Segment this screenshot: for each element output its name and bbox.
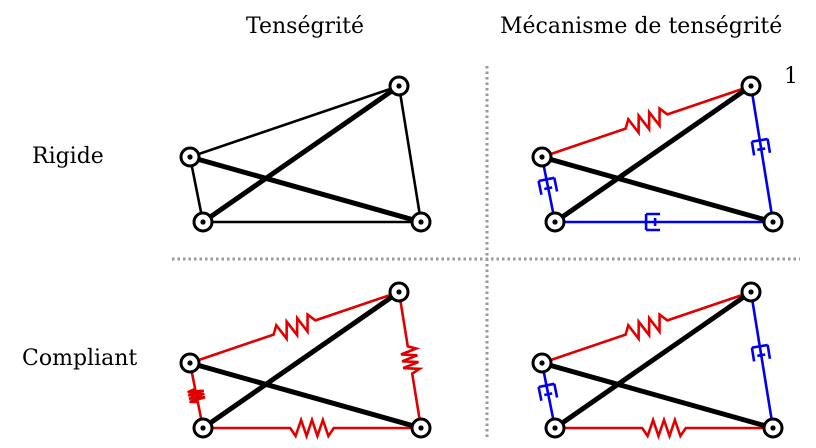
compliant-mechanism-bar-bottom-left-to-top (552, 289, 754, 431)
compliant-tensegrity-edge-top-left-spring (189, 290, 400, 365)
rigid-tensegrity-node-bottom-right-center (418, 219, 424, 225)
rigid-tensegrity-node-left-center (187, 154, 193, 160)
compliant-mechanism-node-top-center (748, 289, 754, 295)
row-label-rigid: Rigide (32, 144, 104, 169)
compliant-tensegrity-edge-left-spring (187, 362, 206, 429)
rigid-mechanism-node-bottom-right-center (770, 219, 776, 225)
compliant-mechanism-bar-left-to-bottom-right (539, 360, 776, 431)
compliant-mechanism-edge-left-slider (537, 362, 559, 429)
rigid-mechanism-edge-bottom-slider (555, 212, 773, 232)
rigid-mechanism-edge-left-slider (537, 156, 559, 223)
column-header-tensegrity-mechanism: Mécanisme de tenségrité (500, 14, 783, 39)
compliant-mechanism-node-left-center (539, 360, 545, 366)
rigid-tensegrity-node-top-center (396, 83, 402, 89)
rigid-tensegrity-bar-left-to-bottom-right (187, 154, 424, 225)
rigid-mechanism-edge-top-left-spring (541, 84, 752, 159)
compliant-tensegrity-bar-bottom-left-to-top (200, 289, 402, 431)
compliant-tensegrity-edge-bottom-spring (203, 415, 421, 441)
rigid-mechanism-bar-left-to-bottom-right (539, 154, 776, 225)
compliant-tensegrity-node-bottom-left-center (200, 425, 206, 431)
rigid-mechanism-bar-bottom-left-to-top (552, 83, 754, 225)
compliant-tensegrity-node-left-center (187, 360, 193, 366)
compliant-mechanism-edge-top-left-spring (541, 290, 752, 365)
column-header-tensegrity: Tenségrité (246, 14, 364, 39)
compliant-mechanism-edge-bottom-spring (555, 415, 773, 441)
rigid-mechanism-node-left-center (539, 154, 545, 160)
rigid-tensegrity-bar-bottom-left-to-top (200, 83, 402, 225)
rigid-tensegrity-node-bottom-left-center (200, 219, 206, 225)
compliant-tensegrity-node-bottom-right-center (418, 425, 424, 431)
rigid-mechanism-edge-right-slider (749, 85, 775, 223)
panel-number: 1 (784, 64, 798, 89)
compliant-mechanism-node-bottom-left-center (552, 425, 558, 431)
compliant-mechanism-node-bottom-right-center (770, 425, 776, 431)
compliant-tensegrity-edge-right-spring (397, 291, 424, 429)
compliant-mechanism-edge-right-slider (749, 291, 775, 429)
rigid-tensegrity-edge-right-cable (397, 84, 423, 224)
rigid-mechanism-node-bottom-left-center (552, 219, 558, 225)
row-label-compliant: Compliant (22, 346, 138, 371)
compliant-tensegrity-bar-left-to-bottom-right (187, 360, 424, 431)
compliant-tensegrity-node-top-center (396, 289, 402, 295)
rigid-tensegrity-edge-left-cable (188, 155, 205, 224)
rigid-tensegrity-edge-top-left-cable (188, 84, 401, 159)
rigid-mechanism-node-top-center (748, 83, 754, 89)
